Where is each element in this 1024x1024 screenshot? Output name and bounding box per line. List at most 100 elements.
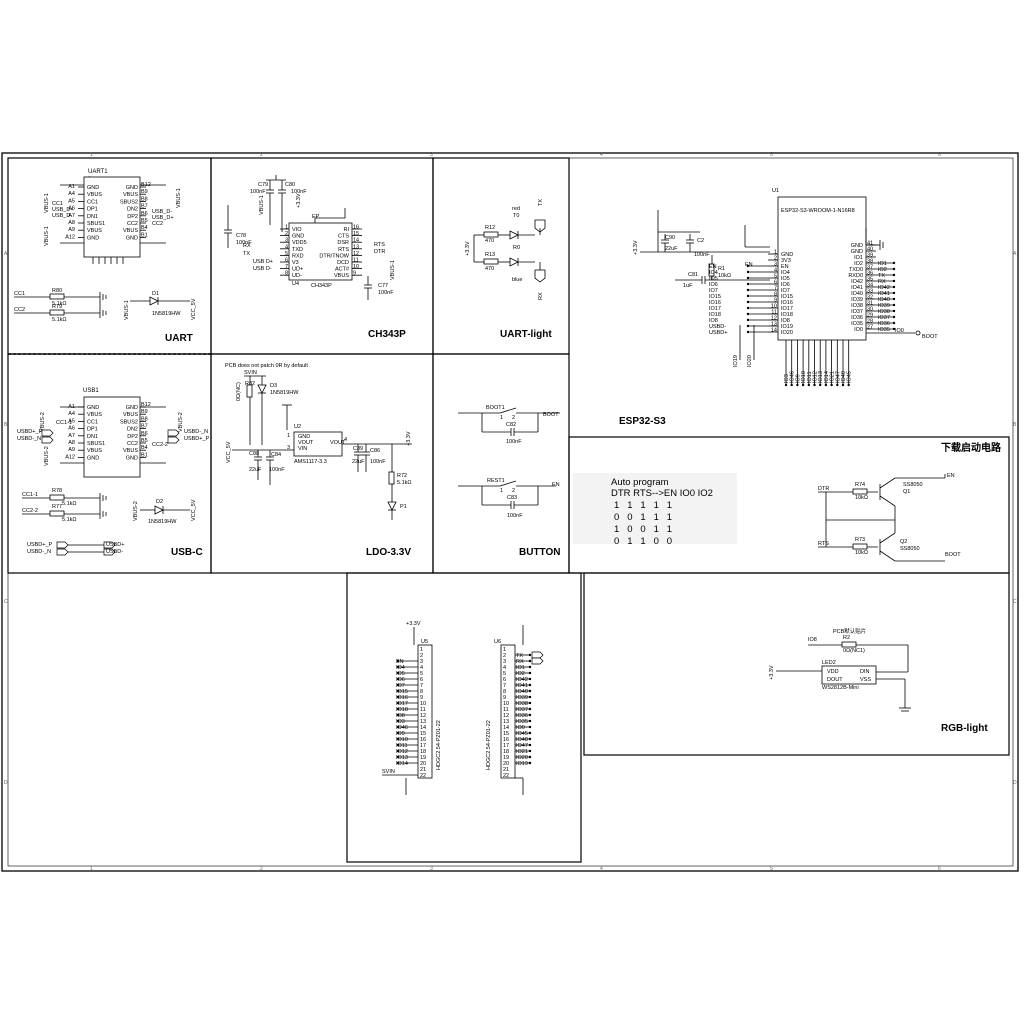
- row-ref: B: [4, 422, 8, 428]
- c77-ref: C77: [378, 283, 388, 289]
- esp32-pin-num: 13: [771, 322, 777, 328]
- connector-pin-name: CC2: [127, 441, 138, 447]
- header-pin-num: 3: [503, 659, 506, 665]
- ch343-vbus-right: VBUS-1: [390, 260, 396, 280]
- connector-pin-name: GND: [126, 405, 138, 411]
- button-block: [432, 353, 570, 574]
- esp32-left-net: IO17: [709, 306, 721, 312]
- ch343-pin-num: 11: [353, 258, 359, 264]
- auto-table-row: 1 0 0 1 1: [614, 524, 672, 535]
- c78-value: 100nF: [236, 240, 252, 246]
- column-ref: 6: [938, 152, 941, 158]
- q2-part: SS8050: [900, 546, 920, 552]
- header-left-net: IO4: [396, 665, 405, 671]
- headers-block: [346, 572, 582, 863]
- led-r0-ref: R0: [513, 245, 520, 251]
- header-right-net: IO42: [516, 677, 528, 683]
- connector-pin-name: GND: [126, 235, 138, 241]
- row-ref: A: [4, 251, 8, 257]
- uart-light-title: UART-light: [500, 329, 552, 340]
- esp32-pin-name: IO37: [851, 309, 863, 315]
- usbc-connector: USB1 * A1GNDA4VBUSA5CC1A6DP1A7DN1A8SBUS1…: [17, 388, 210, 478]
- ch343p-title: CH343P: [368, 329, 406, 340]
- row-ref: C: [4, 599, 8, 605]
- esp32-bottom-net: IO3: [784, 374, 790, 383]
- esp32-pin-name: IO20: [781, 330, 793, 336]
- connector-pin-name: DN2: [127, 427, 138, 433]
- esp32-pin-num: 3: [774, 262, 777, 268]
- esp32-bottom-net: IO46: [790, 371, 796, 383]
- esp32-pin-num: 32: [867, 295, 873, 301]
- bridge-left-p: USBD+_P: [27, 542, 53, 548]
- uart-title: UART: [165, 333, 193, 344]
- ch343-ep: EP: [312, 214, 320, 220]
- c84-value: 100nF: [269, 467, 285, 473]
- esp32-pin-num: 39: [867, 253, 873, 259]
- esp32-bottom-net: IO12: [813, 371, 819, 383]
- ldo-pin-num: 1: [287, 433, 290, 439]
- connector-pin-name: VBUS: [87, 412, 102, 418]
- esp32-left-net: IO18: [709, 312, 721, 318]
- connector-pin-num: B9: [141, 189, 148, 195]
- u2-part: AMS1117-3.3: [294, 459, 327, 465]
- header-left-net: IO9: [396, 731, 405, 737]
- uart-ref: UART1: [88, 169, 108, 175]
- auto-table-row: 0 1 1 0 0: [614, 536, 672, 547]
- r74-value: 10kΩ: [855, 495, 868, 501]
- r77-value: 5.1kΩ: [62, 517, 77, 523]
- uart-light-rail: +3.3V: [465, 241, 471, 256]
- connector-pin-num: B5: [141, 438, 148, 444]
- rest-pin-1: 1: [500, 488, 503, 494]
- led-t0-ref: T0: [513, 213, 519, 219]
- ch343-pin-num: 13: [353, 244, 359, 250]
- ldo-pin-name: GND: [298, 434, 310, 440]
- header-pin-num: 15: [420, 731, 426, 737]
- header-left-net: IO11: [396, 743, 408, 749]
- header-pin-num: 11: [503, 707, 509, 713]
- r77-ref: R77: [52, 504, 62, 510]
- ldo-vcc: VCC_5V: [226, 441, 232, 463]
- c89-value: 22uF: [352, 459, 365, 465]
- uart-vbus-label: VBUS-1: [176, 188, 182, 208]
- esp32-pin-num: 5: [774, 274, 777, 280]
- q2-ref: Q2: [900, 539, 907, 545]
- d2-ref: D2: [156, 499, 163, 505]
- r2-value: 0Ω(NC1): [843, 648, 865, 654]
- ch343-pin-num: 2: [285, 231, 288, 237]
- usbc-cc-resistors: CC1-1 CC2-2 R78 5.1kΩ R77 5.1kΩ: [22, 488, 107, 523]
- esp32-right-net: IO40: [878, 297, 890, 303]
- ch343-pin-name: VBUS: [334, 273, 349, 279]
- header-pin-num: 8: [420, 689, 423, 695]
- esp32-pin-name: IO17: [781, 306, 793, 312]
- header-pin-num: 3: [420, 659, 423, 665]
- esp32-left-net: USBD+: [709, 330, 728, 336]
- esp32-right-net: IO36: [878, 321, 890, 327]
- usbc-net-label: USBD-_N: [17, 436, 41, 442]
- uart-net-label: USB_D-: [52, 213, 72, 219]
- c90-value: 22uF: [665, 246, 678, 252]
- header-pin-num: 2: [503, 653, 506, 659]
- usbc-cc2-label: CC2-2: [22, 508, 38, 514]
- r1-ref: R1: [718, 266, 725, 272]
- header-pin-num: 21: [420, 767, 426, 773]
- ldo-svin: SVIN: [244, 370, 257, 376]
- usbc-cc1-label: CC1-1: [22, 492, 38, 498]
- auto-boot-net: BOOT: [945, 552, 961, 558]
- header-left-net: IO46: [396, 725, 408, 731]
- rgb-title: RGB-light: [941, 723, 988, 734]
- connector-pin-name: GND: [87, 455, 99, 461]
- ldo-pin-num: 3: [287, 445, 290, 451]
- header-pin-num: 17: [420, 743, 426, 749]
- auto-table-title: Auto program: [611, 477, 669, 488]
- bridge-right-n: USBD-: [106, 549, 123, 555]
- headers-rail: +3.3V: [406, 621, 421, 627]
- ch343-pin-name: DSR: [337, 240, 349, 246]
- esp32-pin-num: 33: [867, 289, 873, 295]
- esp32-pin-num: 37: [867, 265, 873, 271]
- rest-switch-ref: REST1: [487, 478, 505, 484]
- r2-ref: R2: [843, 635, 850, 641]
- header-right-net: IO20: [516, 755, 528, 761]
- ch343-pin-num: 10: [353, 264, 359, 270]
- esp32-io19: IO19: [733, 355, 739, 367]
